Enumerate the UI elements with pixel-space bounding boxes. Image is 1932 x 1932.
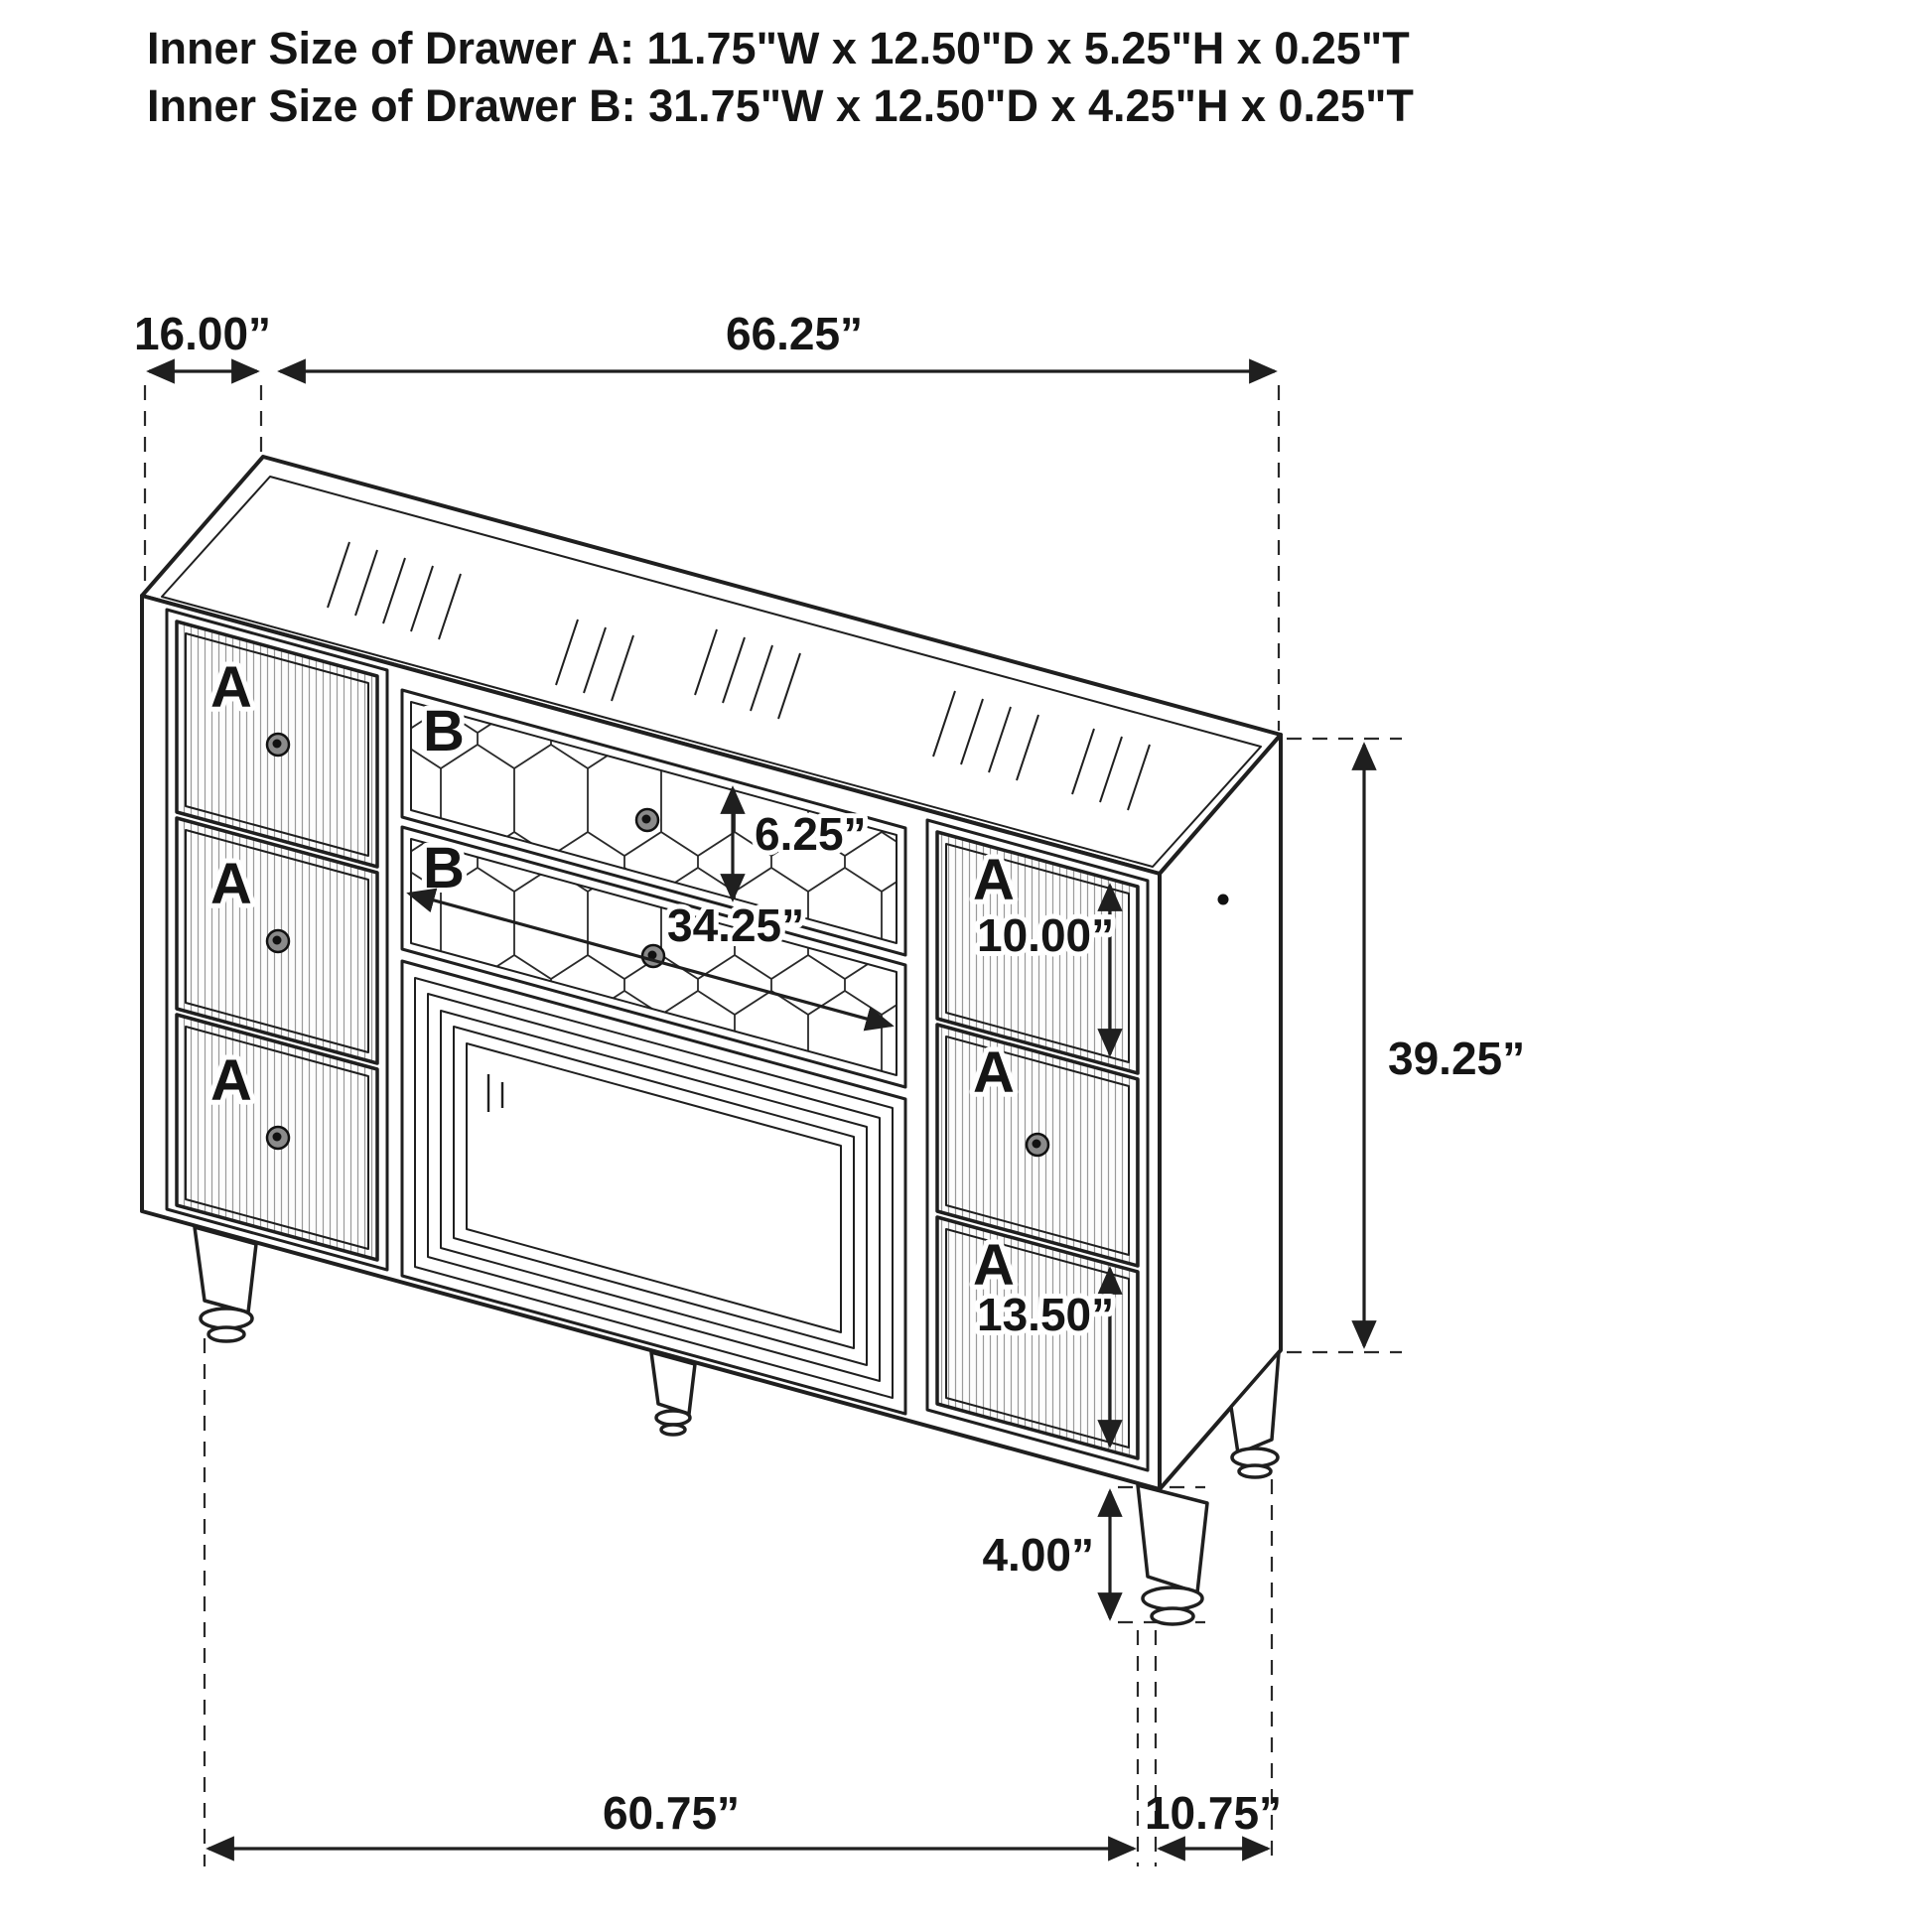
drawer-knob [634,807,660,833]
top-face-hatching [327,541,1151,811]
center-door-panel [400,959,907,1416]
cabinet: A A A B B [140,455,1283,1626]
front-right-leg [1136,1483,1209,1626]
drawer-label-a: A [973,1040,1015,1105]
right-drawer-column: A A A [925,818,1150,1472]
middle-leg [649,1350,697,1437]
drawer-label-a: A [210,852,252,916]
drawer-label-a: A [973,848,1015,912]
dimension-leg-height: 4.00” [977,1488,1123,1621]
drawer-a-right-3: A [935,1215,1140,1460]
drawer-label-b: B [423,699,465,763]
drawer-knob [265,1125,291,1151]
drawer-knob [1025,1132,1050,1158]
dim-body-height-label: 39.25” [1388,1033,1525,1084]
drawer-knob [265,732,291,758]
construction-lines [143,385,1402,1866]
back-right-leg [1229,1350,1281,1479]
drawer-a-left-3: A [175,1013,379,1262]
dim-drawer-b-width-label: 34.25” [667,899,804,951]
dimension-body-height: 39.25” [1351,742,1525,1349]
dim-right-top-drawer-label: 10.00” [977,909,1114,961]
drawer-knob [265,928,291,954]
dim-drawer-b-height-label: 6.25” [755,808,867,860]
dim-leg-height-label: 4.00” [982,1529,1094,1581]
dimension-base-depth: 10.75” [1145,1787,1282,1862]
dim-top-depth-label: 16.00” [134,308,271,359]
title-line-2: Inner Size of Drawer B: 31.75"W x 12.50"… [147,80,1414,131]
title-block: Inner Size of Drawer A: 11.75"W x 12.50"… [147,23,1414,131]
dimension-right-bottom-drawer: 13.50” [972,1266,1123,1449]
drawer-a-left-2: A [175,816,379,1065]
drawer-label-a: A [210,655,252,720]
dim-base-depth-label: 10.75” [1145,1787,1282,1839]
dimension-top-depth: 16.00” [134,308,271,384]
drawer-label-a: A [973,1233,1015,1298]
dimension-right-top-drawer: 10.00” [972,883,1123,1057]
side-peg-dot [1217,894,1229,905]
front-left-leg [193,1225,258,1343]
glass-reflection-marks [486,1074,504,1112]
dimension-base-width: 60.75” [206,1787,1137,1862]
drawer-a-right-2: A [935,1023,1140,1268]
drawer-a-left-1: A [175,620,379,869]
left-drawer-column: A A A [165,608,389,1272]
dim-top-width-label: 66.25” [726,308,863,359]
dim-base-width-label: 60.75” [603,1787,740,1839]
dimension-drawer-b-width: 34.25” [406,888,895,1032]
drawer-label-b: B [423,836,465,900]
dim-right-bottom-drawer-label: 13.50” [977,1289,1114,1340]
drawer-label-a: A [210,1048,252,1113]
dimension-top-width: 66.25” [277,308,1278,384]
drawer-a-right-1: A [935,830,1140,1075]
dimension-drawer-b-height: 6.25” [720,785,872,902]
title-line-1: Inner Size of Drawer A: 11.75"W x 12.50"… [147,23,1410,73]
